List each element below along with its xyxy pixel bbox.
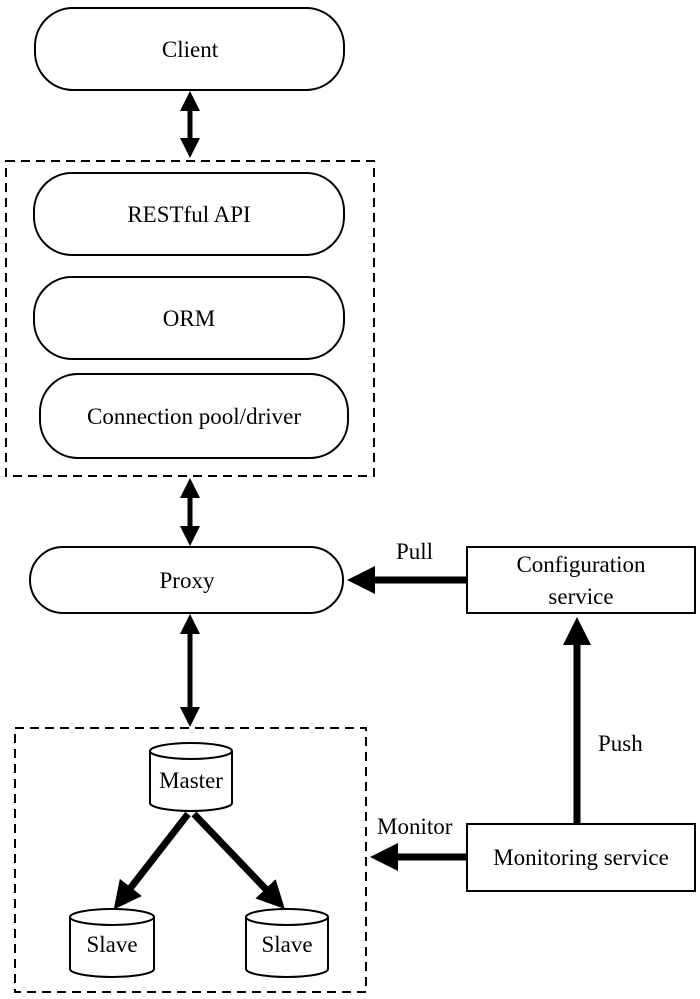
connection-pool-label: Connection pool/driver <box>87 404 301 429</box>
orm-label: ORM <box>163 306 215 331</box>
monitoring-service-label: Monitoring service <box>493 845 669 870</box>
slave-left-label: Slave <box>86 932 137 957</box>
connection-pool-node: Connection pool/driver <box>39 373 349 459</box>
restful-api-node: RESTful API <box>33 172 345 256</box>
pull-label: Pull <box>396 539 433 564</box>
proxy-label: Proxy <box>160 568 215 593</box>
database-cluster-group <box>14 727 367 993</box>
proxy-node: Proxy <box>29 546 344 614</box>
slave-right-node: Slave <box>245 908 329 978</box>
application-tier-group <box>5 160 375 477</box>
monitoring-service-node: Monitoring service <box>466 823 696 892</box>
orm-node: ORM <box>33 276 345 360</box>
slave-left-node: Slave <box>69 908 155 978</box>
configuration-service-node: Configuration service <box>466 546 696 614</box>
master-node: Master <box>149 742 233 812</box>
client-label: Client <box>162 37 219 62</box>
restful-api-label: RESTful API <box>127 202 250 227</box>
master-slave-right-arrow <box>191 811 285 910</box>
master-label: Master <box>159 768 223 793</box>
configuration-service-label-line1: Configuration <box>516 552 646 577</box>
master-slave-left-arrow <box>113 811 191 910</box>
slave-right-label: Slave <box>261 932 312 957</box>
client-node: Client <box>34 7 345 91</box>
configuration-service-label-line2: service <box>548 584 613 609</box>
monitor-label: Monitor <box>377 814 453 839</box>
push-label: Push <box>598 731 643 756</box>
